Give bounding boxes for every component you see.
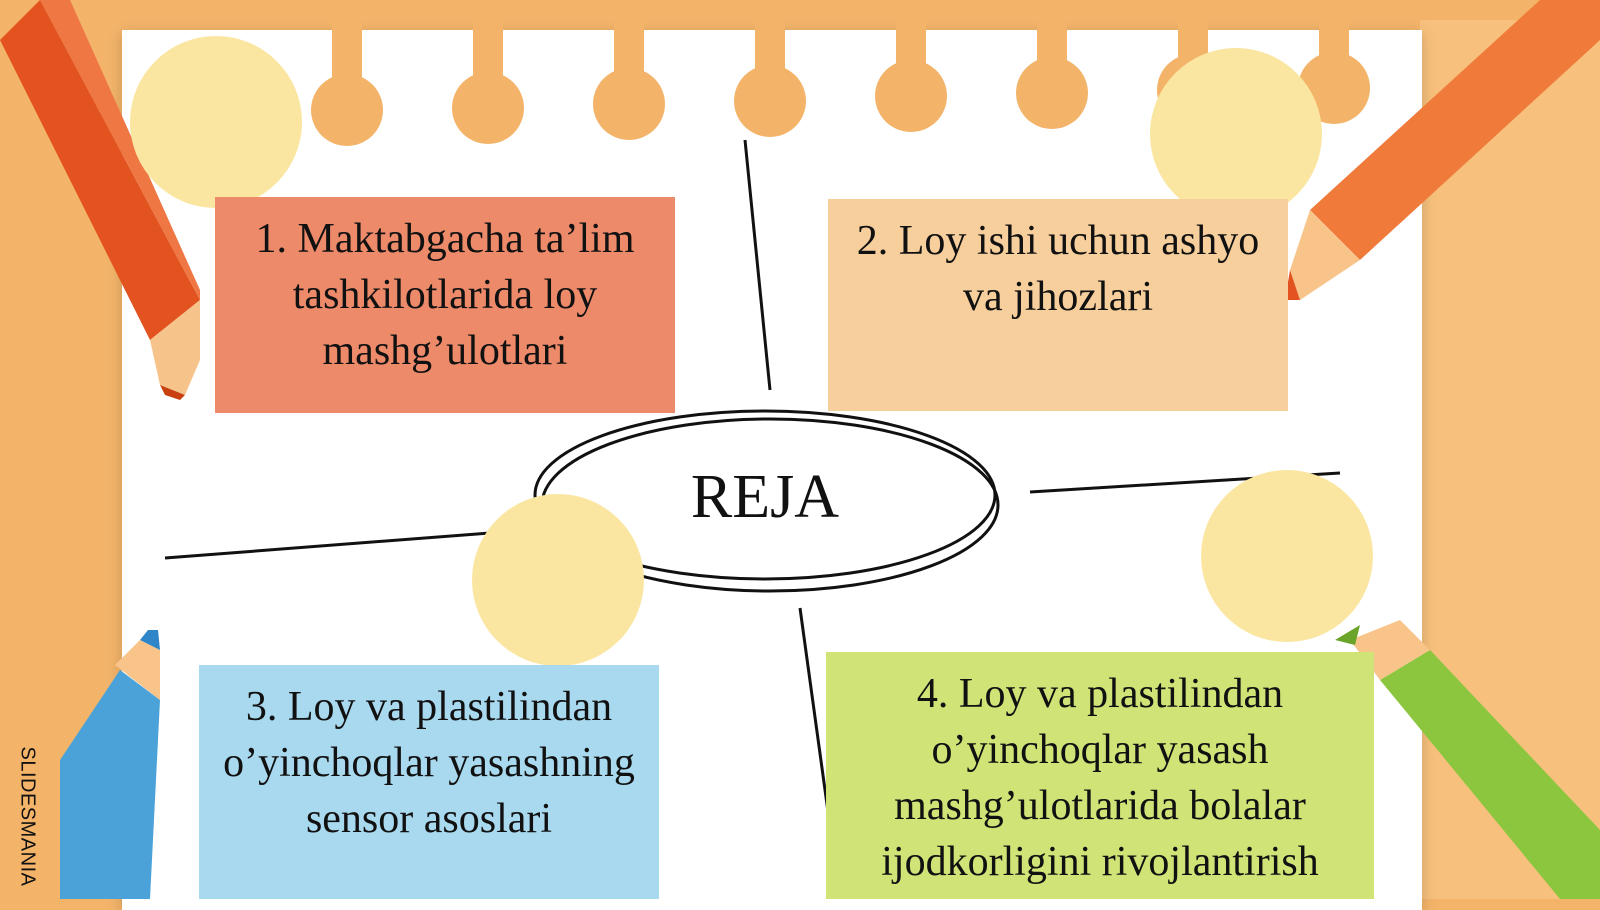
plan-item-3: 3. Loy va plastilindan o’yinchoqlar yasa…: [199, 665, 659, 899]
pins: [130, 36, 1373, 666]
pin-circle: [472, 494, 644, 666]
plan-item-4: 4. Loy va plastilindan o’yinchoqlar yasa…: [826, 652, 1374, 899]
pin-circle: [1201, 470, 1373, 642]
orange-pencil: [1285, 0, 1600, 300]
plan-item-3-text: 3. Loy va plastilindan o’yinchoqlar yasa…: [223, 684, 635, 842]
green-pencil: [1335, 620, 1600, 899]
watermark: SLIDESMANIA: [16, 746, 39, 887]
plan-item-4-text: 4. Loy va plastilindan o’yinchoqlar yasa…: [881, 671, 1319, 885]
blue-pencil: [60, 630, 160, 899]
pin-circle: [1150, 48, 1322, 220]
pin-circle: [130, 36, 302, 208]
plan-item-2-text: 2. Loy ishi uchun ashyo va jihozlari: [856, 218, 1260, 320]
plan-item-1: 1. Maktabgacha ta’lim tashkilotlarida lo…: [215, 197, 675, 413]
plan-item-1-text: 1. Maktabgacha ta’lim tashkilotlarida lo…: [255, 216, 635, 374]
red-pencil: [0, 0, 200, 400]
slide-title: REJA: [690, 463, 840, 531]
plan-item-2: 2. Loy ishi uchun ashyo va jihozlari: [828, 199, 1288, 411]
